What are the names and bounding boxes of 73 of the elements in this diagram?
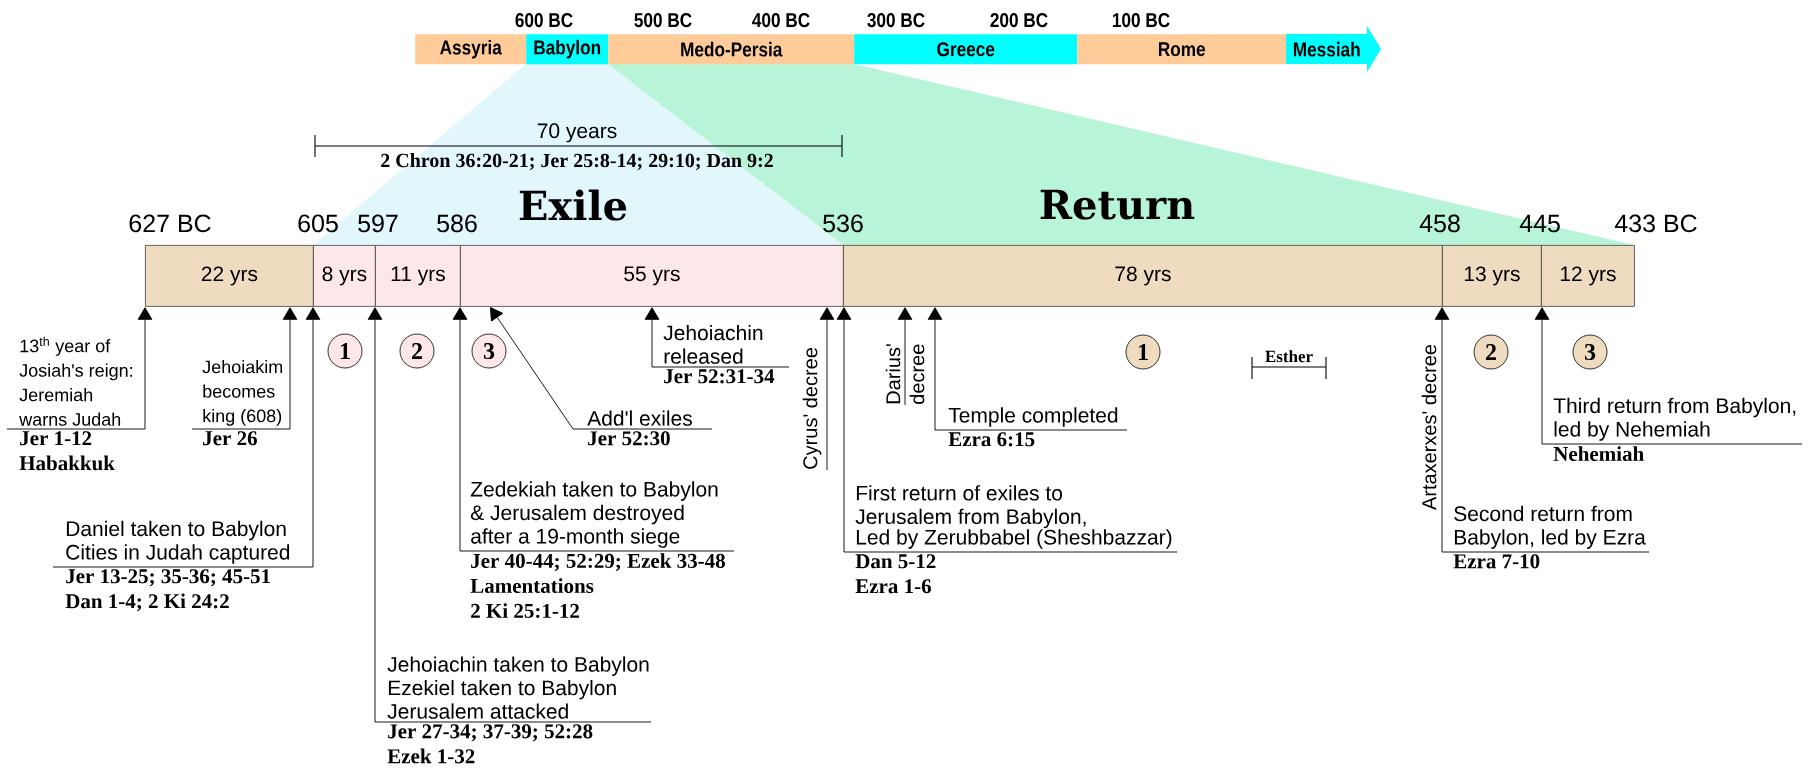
year-label: 445 bbox=[1519, 214, 1560, 233]
year-label: 586 bbox=[437, 214, 477, 233]
circled-number: 3 bbox=[1572, 334, 1608, 370]
event-note: Add'l exiles bbox=[587, 410, 692, 426]
date-label: 400 BC bbox=[752, 13, 810, 28]
date-label: 500 BC bbox=[634, 13, 692, 28]
leader-arrow bbox=[490, 307, 713, 430]
period-heading: Return bbox=[1040, 189, 1195, 220]
leader-arrow bbox=[819, 307, 835, 471]
date-label: 600 BC bbox=[515, 13, 573, 28]
scripture-reference: Jer 27-34; 37-39; 52:28 Ezek 1-32 bbox=[387, 724, 593, 764]
period-band: Rome bbox=[1077, 34, 1287, 65]
timeline-segment: 11 yrs bbox=[375, 245, 461, 307]
scripture-reference: Nehemiah bbox=[1553, 446, 1644, 461]
circled-number: 1 bbox=[327, 333, 363, 369]
duration-label: 70 years bbox=[537, 123, 617, 143]
leader-arrow bbox=[6, 307, 153, 430]
leader-arrow bbox=[836, 307, 1178, 553]
year-label: 536 bbox=[823, 214, 863, 233]
scripture-reference: 2 Chron 36:20-21; Jer 25:8-14; 29:10; Dan 9:2 bbox=[381, 153, 773, 171]
book-label: Esther bbox=[1265, 350, 1313, 363]
event-note: Zedekiah taken to Babylon & Jerusalem destroyed after a 19-month siege bbox=[470, 481, 718, 548]
scripture-reference: Jer 13-25; 35-36; 45-51 Dan 1-4; 2 Ki 24:2 bbox=[65, 569, 270, 612]
event-note: Jehoiakim becomes king (608) bbox=[202, 360, 283, 426]
timeline-segment: 22 yrs bbox=[145, 245, 314, 307]
year-label: 458 bbox=[1419, 214, 1460, 233]
decree-note: Cyrus' decree bbox=[802, 348, 822, 469]
period-heading: Exile bbox=[519, 189, 627, 221]
period-band: Babylon bbox=[526, 34, 609, 65]
event-note: Second return from Babylon, led by Ezra bbox=[1454, 505, 1646, 549]
leader-arrow bbox=[927, 307, 1128, 431]
decree-note: Darius' decree bbox=[885, 344, 925, 404]
date-label: 200 BC bbox=[990, 13, 1048, 28]
period-band: Medo-Persia bbox=[608, 34, 855, 65]
leader-arrow bbox=[191, 307, 298, 430]
timeline-segment: 8 yrs bbox=[313, 245, 376, 307]
event-note: Temple completed bbox=[948, 407, 1118, 427]
year-label: 627 BC bbox=[129, 214, 211, 233]
year-label: 597 bbox=[358, 214, 398, 233]
scripture-reference: Jer 40-44; 52:29; Ezek 33-48 Lamentations 2 Ki 25:1-12 bbox=[470, 553, 725, 619]
circled-number: 1 bbox=[1125, 334, 1161, 370]
leader-arrow bbox=[367, 307, 652, 723]
scripture-reference: Ezra 6:15 bbox=[948, 432, 1035, 447]
leader-arrow bbox=[452, 307, 735, 552]
date-label: 300 BC bbox=[867, 13, 925, 28]
circled-number: 2 bbox=[1473, 334, 1509, 370]
event-note: First return of exiles to Jerusalem from Babylon, Led by Zerubbabel (Sheshbazzar) bbox=[855, 485, 1172, 549]
period-band: Greece bbox=[854, 34, 1078, 65]
leader-arrow bbox=[1434, 307, 1650, 553]
circled-number: 3 bbox=[471, 333, 507, 369]
scripture-reference: Jer 1-12 Habakkuk bbox=[19, 431, 115, 471]
event-note: Jehoiachin taken to Babylon Ezekiel taken to Babylon Jerusalem attacked bbox=[387, 656, 649, 719]
event-note: Jehoiachin released bbox=[663, 324, 763, 364]
scripture-reference: Jer 26 bbox=[203, 431, 257, 446]
timeline-segment: 12 yrs bbox=[1541, 245, 1635, 307]
edge-label: Artaxerxes' decree bbox=[1420, 342, 1438, 512]
leader-arrow bbox=[52, 307, 321, 568]
leader-arrow bbox=[897, 307, 913, 406]
event-note: 13$^{th}$ year of Josiah's reign: Jeremiah warns Judah bbox=[19, 336, 132, 426]
period-band: Assyria bbox=[415, 34, 527, 65]
scripture-reference: Jer 52:30 bbox=[588, 431, 670, 446]
year-label: 605 bbox=[298, 214, 338, 233]
year-label: 433 BC bbox=[1614, 214, 1697, 233]
timeline-segment: 13 yrs bbox=[1442, 245, 1542, 307]
date-label: 100 BC bbox=[1112, 13, 1170, 28]
leader-arrow bbox=[644, 307, 790, 368]
scripture-reference: Jer 52:31-34 bbox=[664, 369, 775, 384]
event-note: Third return from Babylon, led by Nehemiah bbox=[1553, 397, 1796, 441]
leader-arrow bbox=[1534, 307, 1803, 445]
scripture-reference: Dan 5-12 Ezra 1-6 bbox=[855, 554, 936, 594]
scripture-reference: Ezra 7-10 bbox=[1453, 554, 1540, 569]
circled-number: 2 bbox=[399, 333, 435, 369]
event-note: Daniel taken to Babylon Cities in Judah captured bbox=[66, 520, 290, 564]
